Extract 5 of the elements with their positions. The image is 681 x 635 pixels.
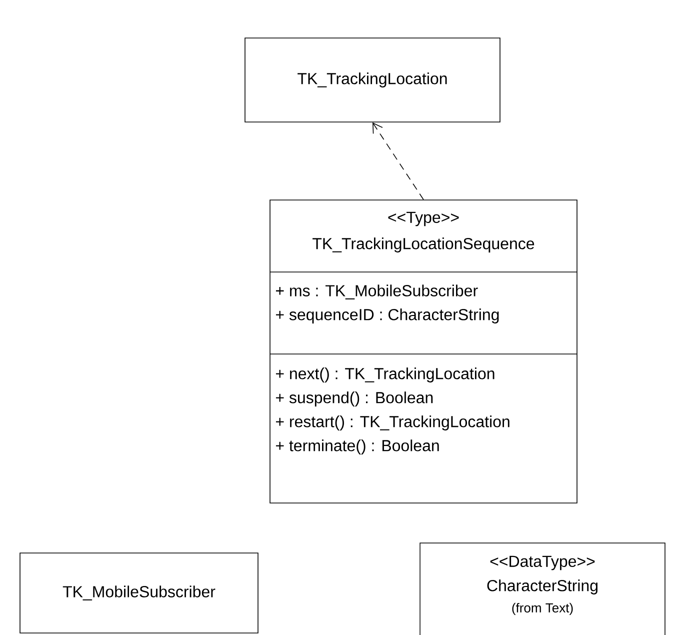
- class-box: TK_MobileSubscriber: [20, 552, 258, 634]
- class-box: <<Type>> TK_TrackingLocationSequence + ms : TK_MobileSubscriber + sequenceID : CharacterString + next() : TK_TrackingLocation + suspend() : Boolean + restart() : TK_TrackingLocation + terminate() : Boolean: [270, 200, 578, 504]
- class-box: TK_TrackingLocation: [244, 38, 500, 122]
- class-box: <<DataType>> CharacterString (from Text): [420, 542, 666, 635]
- dependency-arrow: [372, 122, 424, 200]
